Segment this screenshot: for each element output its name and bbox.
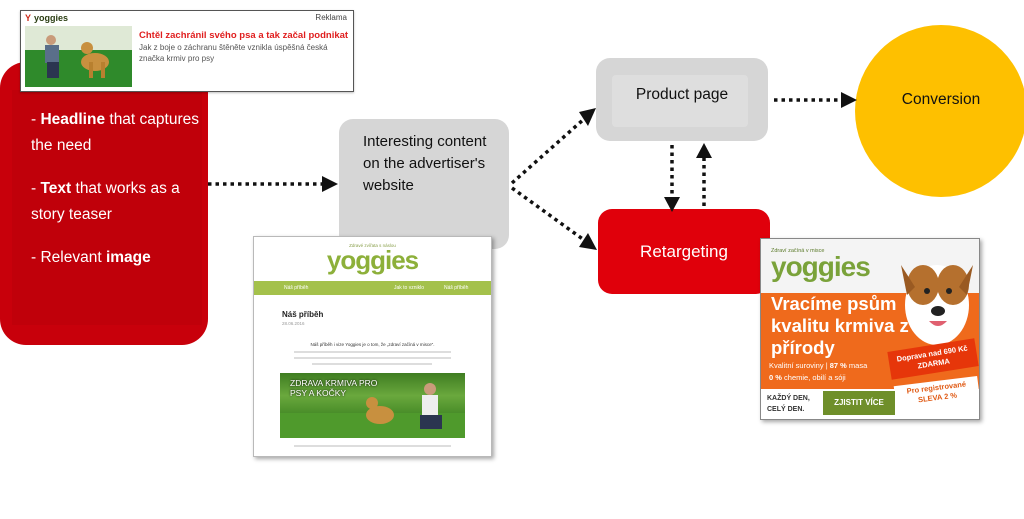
content-node — [339, 119, 509, 249]
website-lead: Náš příběh i vize Yoggies je o tom, že „… — [310, 342, 435, 347]
native-ad-label: Reklama — [315, 13, 347, 22]
website-tagline: Zdravé zvířata s náslou — [349, 243, 396, 248]
arrowhead-icon — [579, 233, 597, 250]
brand-mark-icon: Y — [25, 13, 32, 23]
website-nav-item[interactable]: Náš příběh — [444, 285, 469, 291]
website-text-line — [294, 351, 451, 353]
website-photo-caption: ZDRAVA KRMIVA PRO PSY A KOČKY — [290, 378, 378, 398]
website-heading: Náš příběh — [282, 310, 324, 319]
retargeting-label: Retargeting — [640, 242, 728, 261]
text-requirement: - Text that works as a story teaser — [31, 180, 180, 223]
website-date: 28.06.2016 — [282, 321, 305, 326]
native-ad-description: Jak z boje o záchranu štěněte vznikla ús… — [139, 43, 328, 63]
retargeting-banner[interactable]: Zdraví začíná v misce yoggies Vracíme ps… — [760, 238, 980, 420]
dog-icon — [901, 265, 973, 345]
banner-tagline: Zdraví začíná v misce — [771, 248, 825, 254]
man-and-dog-illustration — [280, 383, 465, 438]
website-text-line — [294, 445, 451, 447]
conversion-label: Conversion — [901, 91, 981, 108]
product-page-inner — [612, 75, 748, 127]
banner-logo: yoggies — [771, 251, 871, 282]
conversion-node — [855, 25, 1024, 197]
arrowhead-icon — [579, 108, 596, 126]
banner-headline: Vracíme psům kvalitu krmiva z přírody — [771, 293, 909, 358]
product-page-label: Product page — [635, 86, 729, 103]
banner-line-chemistry: 0 % chemie, obilí a sóji — [769, 373, 846, 382]
man-and-dog-illustration — [25, 26, 132, 87]
banner-cta-button[interactable]: ZJISTIT VÍCE — [823, 391, 895, 415]
arrow-content-to-retargeting — [510, 186, 586, 242]
banner-line-ingredients: Kvalitní suroviny | 87 % masa — [769, 361, 868, 370]
native-ad-image — [25, 26, 132, 87]
website-nav-item[interactable]: Jak to vzniklo — [394, 285, 425, 291]
website-text-line — [294, 357, 451, 359]
retargeting-node — [598, 209, 770, 294]
arrow-content-to-product — [510, 117, 586, 185]
headline-requirement: - Headline that captures the need — [31, 111, 199, 154]
native-ad-title[interactable]: Chtěl zachránil svého psa a tak začal po… — [139, 30, 349, 41]
arrowhead-icon — [322, 176, 338, 192]
banner-days: KAŽDÝ DEN, CELÝ DEN. — [767, 395, 810, 413]
image-requirement: - Relevant image — [31, 249, 151, 266]
website-screenshot: Zdravé zvířata s náslou yoggies Náš příb… — [253, 236, 492, 457]
website-photo: ZDRAVA KRMIVA PRO PSY A KOČKY — [280, 373, 465, 438]
arrowhead-icon — [696, 143, 712, 158]
website-nav — [254, 281, 491, 295]
website-nav-item[interactable]: Náš příběh — [284, 285, 309, 291]
website-logo: yoggies — [326, 245, 419, 275]
content-node-label: Interesting content on the advertiser's … — [363, 133, 487, 194]
website-text-line — [312, 363, 432, 365]
ad-requirements-inner — [12, 90, 202, 325]
